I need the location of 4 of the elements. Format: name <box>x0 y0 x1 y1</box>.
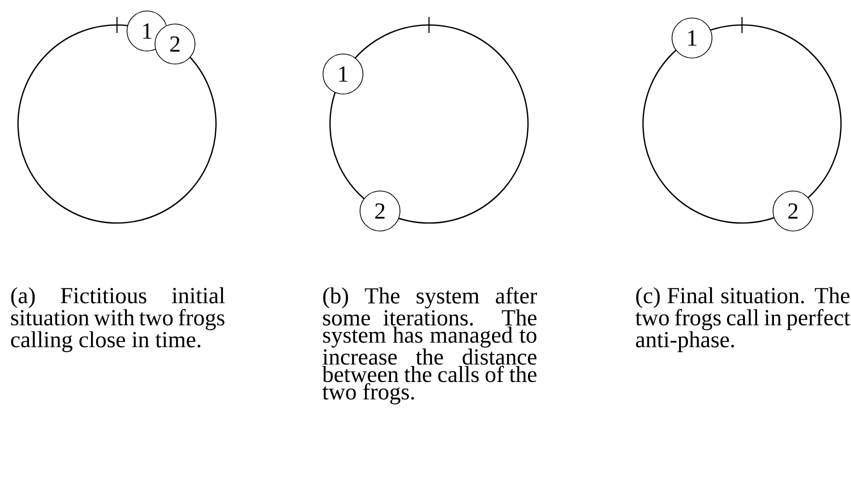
ring <box>17 24 217 224</box>
caption: (c) Final situation. The two frogs call in perfect anti-phase. <box>635 287 850 352</box>
caption: (b) The system after some iterations. The system has managed to increase the distance between the calls of the two frogs. <box>322 287 538 404</box>
caption: (a) Fictitious initial situation with two frogs calling close in time. <box>11 287 225 352</box>
